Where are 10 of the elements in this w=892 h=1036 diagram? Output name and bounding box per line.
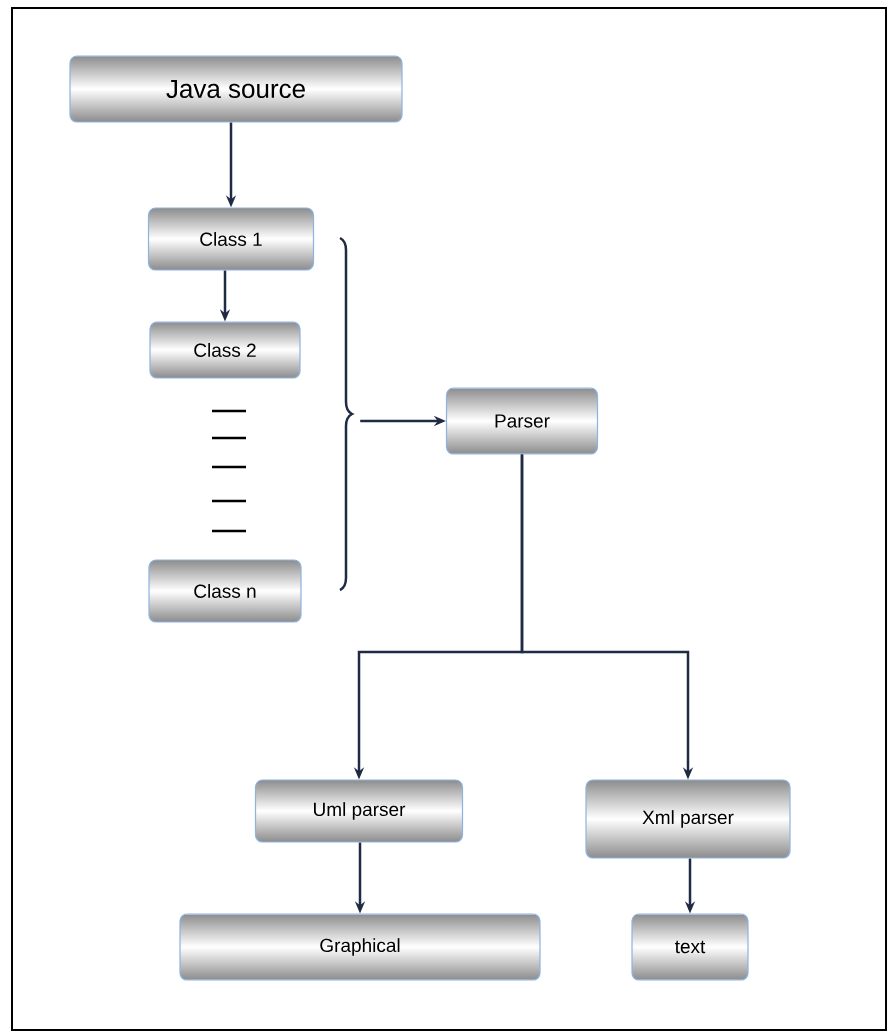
process-box: Xml parser — [585, 779, 791, 859]
process-box: Parser — [445, 387, 599, 455]
process-box: Class n — [148, 559, 302, 623]
process-box: Uml parser — [254, 779, 464, 843]
process-box: text — [631, 913, 749, 981]
process-box: Class 1 — [147, 207, 315, 271]
process-box: Java source — [69, 55, 403, 123]
process-box: Graphical — [179, 913, 541, 981]
process-box: Class 2 — [149, 321, 301, 379]
curly-brace — [339, 237, 354, 591]
